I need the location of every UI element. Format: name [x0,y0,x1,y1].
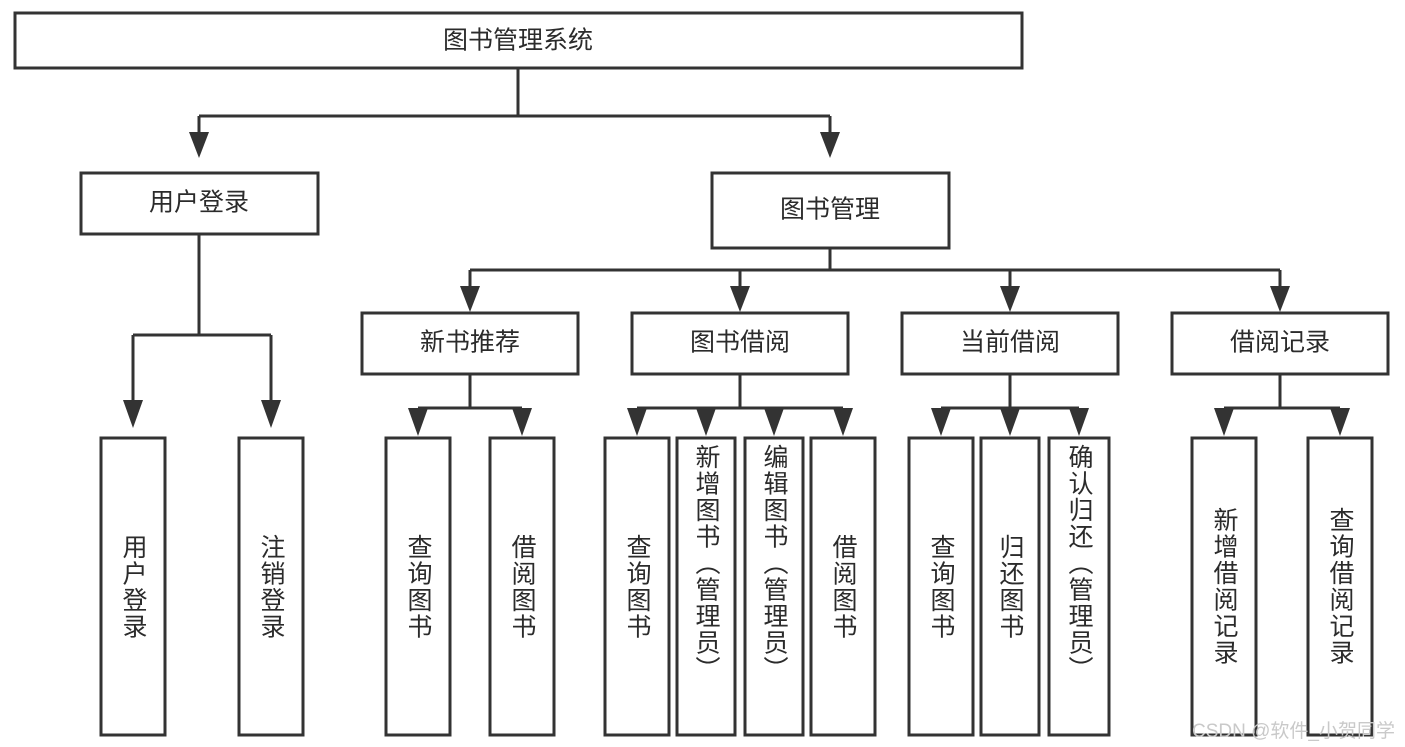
arrow-head-leaf-query-book-2 [627,408,647,436]
connector-group-user-login [123,234,281,428]
arrow-head-leaf-query-record [1330,408,1350,436]
leaf-rect-borrow-book-1[interactable] [488,436,556,737]
leaf-rect-user-login[interactable] [99,436,167,737]
connector-group-root [189,68,840,158]
node-book-borrow[interactable]: 图书借阅 [630,311,850,376]
node-root[interactable]: 图书管理系统 [13,11,1024,70]
node-new-book-recommend-label: 新书推荐 [420,329,520,357]
node-new-book-recommend-rect[interactable] [360,311,580,376]
connector-group-book-management [460,248,1290,312]
leaf-rect-return-book[interactable] [979,436,1041,737]
node-user-login-label: 用户登录 [149,189,249,217]
leaf-rect-edit-book[interactable] [743,436,805,737]
leaf-rect-confirm-return[interactable] [1047,436,1111,737]
leaf-rect-query-book-1[interactable] [384,436,452,737]
node-current-borrow-rect[interactable] [900,311,1120,376]
arrow-head-current-borrow [1000,286,1020,312]
leaf-rect-query-book-2[interactable] [603,436,671,737]
node-borrow-record-rect[interactable] [1170,311,1390,376]
node-root-label: 图书管理系统 [443,27,593,55]
arrow-head-leaf-add-record [1214,408,1234,436]
arrow-head-user-login [189,132,209,158]
node-borrow-record-label: 借阅记录 [1230,329,1330,357]
arrow-head-leaf-user-login [123,400,143,428]
node-root-rect[interactable] [13,11,1024,70]
arrow-head-leaf-query-book-3 [931,408,951,436]
arrow-head-borrow-record [1270,286,1290,312]
node-new-book-recommend[interactable]: 新书推荐 [360,311,580,376]
node-book-borrow-label: 图书借阅 [690,329,790,357]
leaf-rect-logout-login[interactable] [237,436,305,737]
node-book-management[interactable]: 图书管理 [710,171,951,250]
node-book-management-label: 图书管理 [780,196,880,224]
connector-group-new-book-recommend [408,374,532,436]
node-book-borrow-rect[interactable] [630,311,850,376]
connector-group-book-borrow [627,374,853,436]
arrow-head-leaf-add-book [696,408,716,436]
node-book-management-rect[interactable] [710,171,951,250]
arrow-head-leaf-edit-book [764,408,784,436]
connector-group-borrow-record [1214,374,1350,436]
node-user-login-rect[interactable] [79,171,320,236]
arrow-head-leaf-borrow-book-1 [512,408,532,436]
node-borrow-record[interactable]: 借阅记录 [1170,311,1390,376]
arrow-head-book-management [820,132,840,158]
arrow-head-leaf-return-book [1000,408,1020,436]
node-current-borrow[interactable]: 当前借阅 [900,311,1120,376]
leaf-rect-query-record[interactable] [1306,436,1374,737]
connector-group-current-borrow [931,374,1089,436]
node-user-login[interactable]: 用户登录 [79,171,320,236]
node-current-borrow-label: 当前借阅 [960,329,1060,357]
arrow-head-new-book-recommend [460,286,480,312]
arrow-head-leaf-logout-login [261,400,281,428]
leaf-rect-add-record[interactable] [1190,436,1258,737]
arrow-head-book-borrow [730,286,750,312]
leaf-rect-add-book[interactable] [675,436,737,737]
arrow-head-leaf-query-book-1 [408,408,428,436]
arrow-head-leaf-borrow-book-2 [833,408,853,436]
leaf-rect-borrow-book-2[interactable] [809,436,877,737]
leaf-rect-query-book-3[interactable] [907,436,975,737]
arrow-head-leaf-confirm-return [1069,408,1089,436]
